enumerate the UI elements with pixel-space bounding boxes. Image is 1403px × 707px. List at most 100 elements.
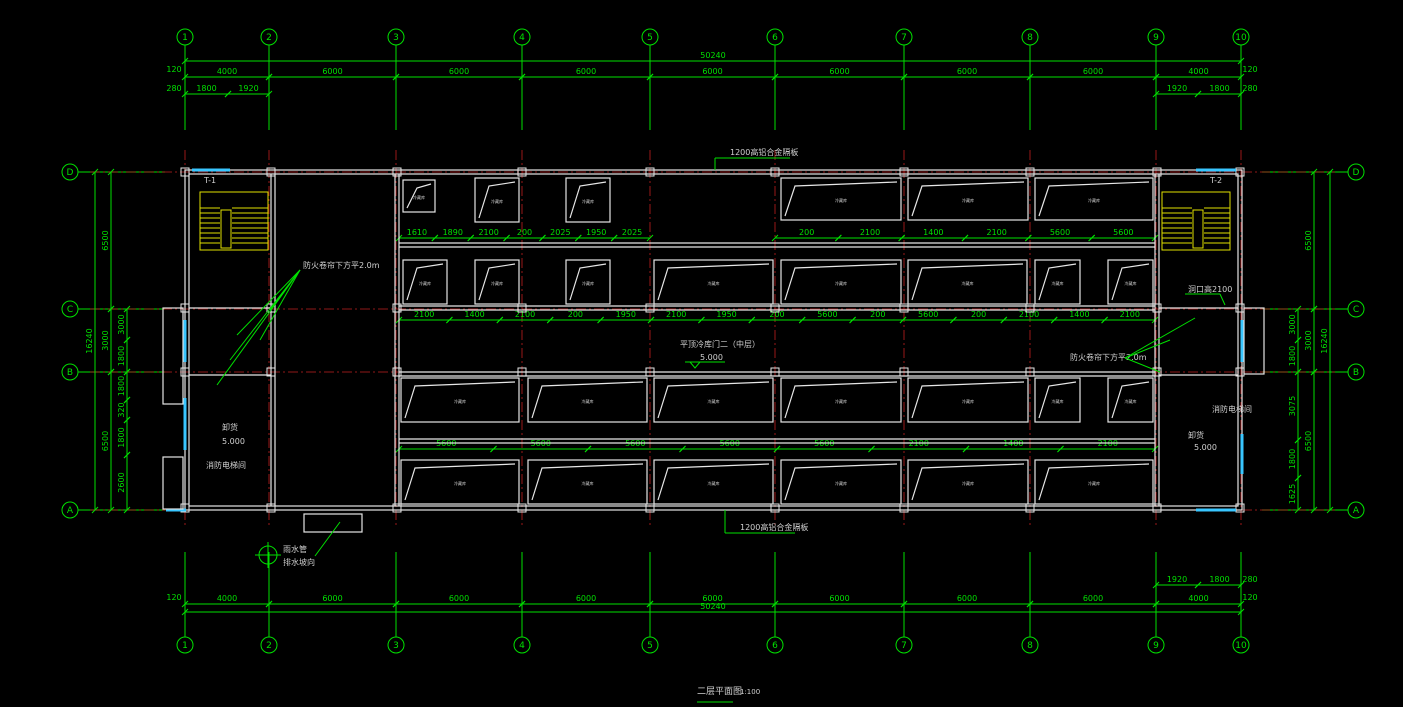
svg-text:B: B xyxy=(1353,368,1359,378)
bay-dim-bottom: 6000 xyxy=(829,594,849,603)
axis-bubble-8: 8 xyxy=(1021,28,1039,46)
svg-text:9: 9 xyxy=(1153,641,1159,651)
row-dim-1b: 1400 xyxy=(923,228,943,237)
cold-room: 冷藏库 xyxy=(527,377,648,423)
room-label: 冷藏库 xyxy=(835,398,847,404)
sub-dim: 1920 xyxy=(238,84,258,93)
row-dim-1b: 200 xyxy=(799,228,814,237)
height-dim-left: 16240 xyxy=(85,328,94,353)
axis-bubble-7: 7 xyxy=(895,28,913,46)
svg-text:4: 4 xyxy=(519,641,525,651)
row-dim-2: 2100 xyxy=(515,310,535,319)
bay-dim-top: 4000 xyxy=(217,67,237,76)
axis-bubble-10: 10 xyxy=(1232,636,1250,654)
vdim-left: 3000 xyxy=(101,330,110,350)
axis-bubble-B: B xyxy=(61,363,79,381)
vdim-right-inner: 3000 xyxy=(1288,314,1297,334)
room-label: 冷藏库 xyxy=(491,198,503,204)
axis-bubble-9: 9 xyxy=(1147,636,1165,654)
bay-dim-top: 6000 xyxy=(1083,67,1103,76)
axis-bubble-1: 1 xyxy=(176,636,194,654)
room-label: 冷藏库 xyxy=(1088,197,1100,203)
vdim-right: 3000 xyxy=(1304,330,1313,350)
svg-text:C: C xyxy=(1353,305,1359,315)
bay-dim-bottom: 6000 xyxy=(449,594,469,603)
room-label: 冷藏库 xyxy=(1125,398,1137,404)
axis-bubble-5: 5 xyxy=(641,28,659,46)
axis-bubble-2: 2 xyxy=(260,636,278,654)
bay-dim-bottom: 6000 xyxy=(957,594,977,603)
room-label: 冷藏库 xyxy=(454,480,466,486)
axis-bubble-3: 3 xyxy=(387,28,405,46)
note-right-top: 洞口高2100 xyxy=(1188,284,1232,294)
bay-dim-top: 6000 xyxy=(576,67,596,76)
axis-bubble-1: 1 xyxy=(176,28,194,46)
cold-room: 冷藏库 xyxy=(907,459,1029,505)
corridor-top-label: 1200高铝合金隔板 xyxy=(730,147,798,157)
edge-dim: 280 xyxy=(166,84,181,93)
cold-room: 冷藏库 xyxy=(1107,377,1154,423)
axis-bubble-A: A xyxy=(61,501,79,519)
vdim-right: 6500 xyxy=(1304,431,1313,451)
row-dim-1: 1890 xyxy=(443,228,463,237)
vdim-left-inner: 1800 xyxy=(117,376,126,396)
row-dim-1: 2025 xyxy=(622,228,642,237)
cold-room: 冷藏库 xyxy=(402,179,436,213)
svg-text:6: 6 xyxy=(772,641,778,651)
cold-room: 冷藏库 xyxy=(400,377,520,423)
bay-dim-bottom: 6000 xyxy=(1083,594,1103,603)
cold-room: 冷藏库 xyxy=(780,459,902,505)
axis-bubble-3: 3 xyxy=(387,636,405,654)
row-dim-2: 5600 xyxy=(918,310,938,319)
bay-dim-bottom: 6000 xyxy=(702,594,722,603)
row-dim-2: 2100 xyxy=(414,310,434,319)
room-label: 冷藏库 xyxy=(582,398,594,404)
vdim-left-inner: 2600 xyxy=(117,472,126,492)
svg-text:8: 8 xyxy=(1027,641,1033,651)
room-label: 冷藏库 xyxy=(962,398,974,404)
stair-left: T-1 xyxy=(199,176,269,251)
row-dim-1: 200 xyxy=(517,228,532,237)
right-annotations: 防火卷帘下方平2.0m 洞口高2100 消防电梯间 卸货 5.000 xyxy=(1070,284,1265,452)
svg-text:3: 3 xyxy=(393,33,399,43)
vdim-left-inner: 1800 xyxy=(117,346,126,366)
vdim-right-inner: 3075 xyxy=(1288,396,1297,416)
cold-room: 冷藏库 xyxy=(565,259,611,305)
bay-dim-top: 6000 xyxy=(957,67,977,76)
vdim-left: 6500 xyxy=(101,431,110,451)
svg-text:7: 7 xyxy=(901,33,907,43)
svg-text:2: 2 xyxy=(266,33,272,43)
axis-bubble-8: 8 xyxy=(1021,636,1039,654)
cold-room: 冷藏库 xyxy=(780,177,902,221)
corridor-bottom-label: 1200高铝合金隔板 xyxy=(740,522,808,532)
note-right-bottom: 消防电梯间 xyxy=(1212,404,1252,414)
cold-room: 冷藏库 xyxy=(780,377,902,423)
cold-room: 冷藏库 xyxy=(565,177,611,223)
height-dim-right: 16240 xyxy=(1320,328,1329,353)
svg-text:A: A xyxy=(67,506,74,516)
room-label: 冷藏库 xyxy=(708,280,720,286)
room-label: 冷藏库 xyxy=(835,480,847,486)
axis-bubble-7: 7 xyxy=(895,636,913,654)
room-label: 冷藏库 xyxy=(582,280,594,286)
room-label: 冷藏库 xyxy=(491,280,503,286)
cold-room: 冷藏库 xyxy=(653,459,774,505)
axis-bubble-10: 10 xyxy=(1232,28,1250,46)
edge-dim: 120 xyxy=(166,65,181,74)
svg-text:C: C xyxy=(67,305,73,315)
note-left: 防火卷帘下方平2.0m xyxy=(303,260,380,270)
edge-dim: 120 xyxy=(1242,593,1257,602)
edge-dim: 280 xyxy=(1242,84,1257,93)
vdim-right-inner: 1800 xyxy=(1288,346,1297,366)
svg-text:4: 4 xyxy=(519,33,525,43)
row-dim-2: 2100 xyxy=(1019,310,1039,319)
svg-text:5: 5 xyxy=(647,33,653,43)
room-label: 冷藏库 xyxy=(1125,280,1137,286)
drawing-title: 二层平面图 xyxy=(697,686,742,697)
sub-dim: 1800 xyxy=(196,84,216,93)
svg-text:1: 1 xyxy=(182,33,188,43)
cold-room: 冷藏库 xyxy=(1034,177,1154,221)
vdim-left-inner: 1800 xyxy=(117,427,126,447)
